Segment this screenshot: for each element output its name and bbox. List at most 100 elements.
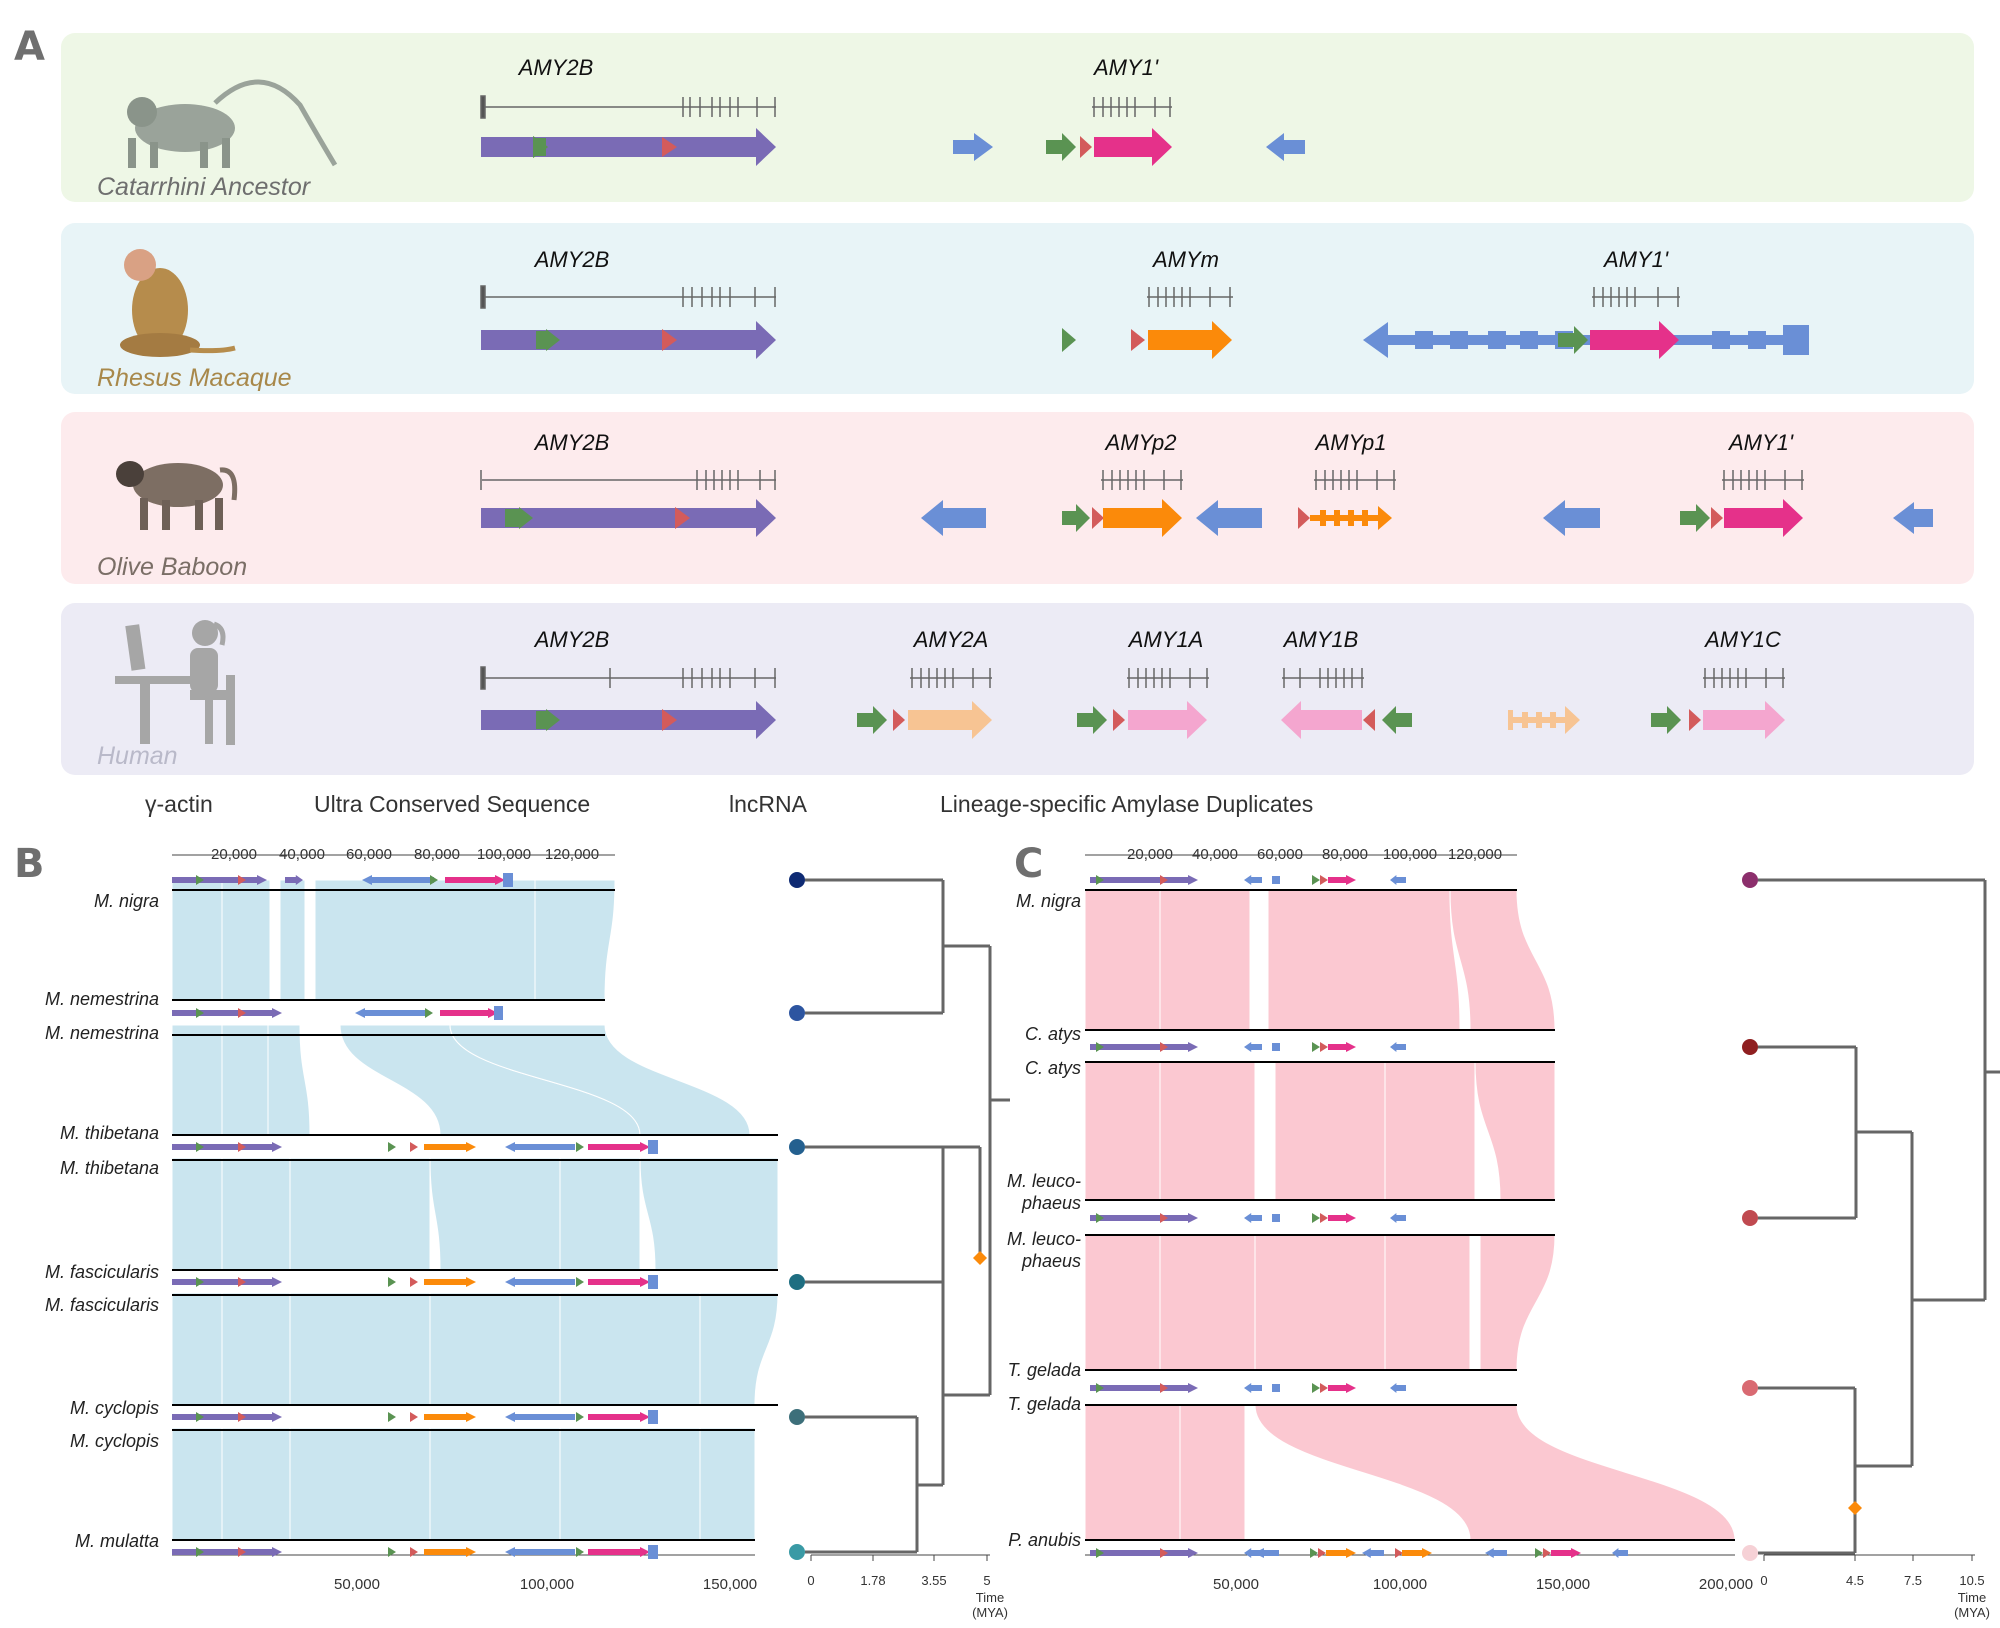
c-synteny-ribbon xyxy=(1179,1404,1246,1541)
rhesus-gene-arrows xyxy=(481,321,1809,359)
b-species-label: M. mulatta xyxy=(74,1531,159,1551)
c-amy1-arrow xyxy=(1551,1548,1581,1558)
c-gamma-actin-marker xyxy=(1160,1548,1168,1558)
c-gamma-actin-marker xyxy=(1160,875,1168,885)
b-synteny-ribbon xyxy=(699,1427,756,1541)
c-ucs-marker xyxy=(1096,1548,1104,1558)
gene-label-rhesus-amy2b: AMY2B xyxy=(534,247,610,272)
human-computer-icon xyxy=(115,620,235,745)
b-duplicate-arrow xyxy=(424,1412,476,1422)
b-ucs-marker xyxy=(196,1277,204,1287)
c-synteny-ribbon xyxy=(1084,889,1161,1031)
b-species-label: M. cyclopis xyxy=(69,1398,159,1418)
c-species-label: T. gelada xyxy=(1007,1360,1081,1380)
band-catarrhini-ancestor: Catarrhini Ancestor xyxy=(61,33,1974,202)
b-lncrna-block xyxy=(503,873,513,887)
c-ucs-marker xyxy=(1096,1383,1104,1393)
b-lncrna-block xyxy=(648,1275,658,1289)
b-synteny-ribbon xyxy=(279,879,306,1001)
b-tree-leaf-node xyxy=(789,1274,805,1290)
c-gamma-actin-marker xyxy=(1318,1548,1326,1558)
c-gamma-actin-marker xyxy=(1160,1042,1168,1052)
b-species-label: M. nigra xyxy=(93,891,159,911)
c-time-tick: 10.5 xyxy=(1959,1573,1985,1588)
rhesus-small-structures xyxy=(1147,287,1680,307)
legend-ucs: Ultra Conserved Sequence xyxy=(314,791,590,818)
c-lncrna-arrow xyxy=(1244,1213,1262,1223)
c-bottom-tick: 100,000 xyxy=(1372,1576,1428,1593)
panel-a-graphics xyxy=(115,79,1933,745)
b-ucs-marker xyxy=(576,1547,584,1557)
c-lncrna-arrow xyxy=(1244,1042,1262,1052)
b-synteny-ribbon xyxy=(559,1292,701,1406)
b-synteny-ribbon xyxy=(429,1292,561,1406)
b-gamma-actin-marker xyxy=(238,1547,246,1557)
c-amy1-arrow xyxy=(1328,875,1356,885)
c-lncrna-arrow xyxy=(1390,1042,1406,1052)
b-duplication-marker-icon xyxy=(973,1251,987,1265)
c-top-tick: 60,000 xyxy=(1257,846,1303,863)
c-tree-leaf-node xyxy=(1742,872,1758,888)
c-lncrna-block xyxy=(1272,1214,1280,1222)
legend-ucs-label: Ultra Conserved Sequence xyxy=(314,791,591,817)
b-species-label: M. nemestrina xyxy=(44,989,159,1009)
b-synteny-ribbon xyxy=(289,1292,431,1406)
b-lncrna-block xyxy=(648,1545,658,1559)
ancestor-gene-arrows xyxy=(481,128,1305,166)
b-ucs-marker xyxy=(576,1142,584,1152)
b-synteny-ribbon xyxy=(289,1427,431,1541)
baboon-structures xyxy=(480,470,1804,490)
c-tree-leaf-node xyxy=(1742,1380,1758,1396)
b-synteny-ribbon xyxy=(221,879,271,1001)
gene-label-baboon-amy2b: AMY2B xyxy=(534,430,610,455)
c-top-tick: 120,000 xyxy=(1447,846,1503,863)
c-synteny-ribbon xyxy=(1159,1234,1256,1371)
b-time-label: Time (MYA) xyxy=(972,1590,1008,1620)
b-species-label: M. fascicularis xyxy=(44,1295,159,1315)
b-synteny-ribbon xyxy=(559,1427,701,1541)
c-tree-leaf-node xyxy=(1742,1039,1758,1055)
band-name-rhesus: Rhesus Macaque xyxy=(97,364,292,392)
b-top-tick: 80,000 xyxy=(414,846,460,863)
b-synteny-ribbon xyxy=(267,1024,311,1136)
b-lncrna-arrow xyxy=(505,1277,575,1287)
c-gamma-actin-marker xyxy=(1320,1383,1328,1393)
c-lncrna-block xyxy=(1272,1043,1280,1051)
gene-label-human-amy2a: AMY2A xyxy=(913,627,989,652)
c-amy2b-arrow xyxy=(1090,875,1198,885)
c-gamma-actin-marker xyxy=(1160,1213,1168,1223)
b-synteny-ribbon xyxy=(314,879,536,1001)
b-time-tick: 0 xyxy=(807,1573,815,1588)
c-amy2b-arrow xyxy=(1090,1383,1198,1393)
c-tree-leaf-node xyxy=(1742,1210,1758,1226)
b-lncrna-arrow xyxy=(505,1142,575,1152)
c-synteny-ribbon xyxy=(1384,1061,1476,1201)
b-synteny-ribbon xyxy=(171,1292,223,1406)
b-time-tick: 3.55 xyxy=(921,1573,947,1588)
c-bottom-tick: 200,000 xyxy=(1698,1576,1754,1593)
c-synteny-ribbon xyxy=(1084,1234,1161,1371)
legend-lncrna-label: lncRNA xyxy=(729,791,807,817)
b-lncrna-arrow xyxy=(505,1547,575,1557)
b-ucs-marker xyxy=(388,1277,396,1287)
c-species-label: C. atys xyxy=(1024,1058,1081,1078)
c-duplicate-arrow xyxy=(1326,1548,1356,1558)
baboon-gene-arrows xyxy=(481,499,1933,537)
legend-duplicates: Lineage-specific Amylase Duplicates xyxy=(940,791,1313,818)
b-lncrna-block xyxy=(648,1140,658,1154)
c-amy1-arrow xyxy=(1328,1383,1356,1393)
legend-gamma-actin: γ-actin xyxy=(145,791,213,818)
b-amy1-arrow xyxy=(440,1008,498,1018)
b-amy2b-arrow xyxy=(172,1142,282,1152)
b-gamma-actin-marker xyxy=(410,1142,418,1152)
b-time-tick: 5 xyxy=(983,1573,991,1588)
b-bottom-tick: 100,000 xyxy=(519,1576,575,1593)
c-ucs-marker xyxy=(1096,875,1104,885)
b-amy2b-arrow xyxy=(172,1008,282,1018)
b-ucs-marker xyxy=(388,1142,396,1152)
rhesus-amy2b-structure xyxy=(480,285,776,309)
c-top-tick: 20,000 xyxy=(1127,846,1173,863)
b-tree-leaf-node xyxy=(789,1544,805,1560)
c-gamma-actin-marker xyxy=(1320,1042,1328,1052)
gene-label-human-amy1a: AMY1A xyxy=(1128,627,1204,652)
